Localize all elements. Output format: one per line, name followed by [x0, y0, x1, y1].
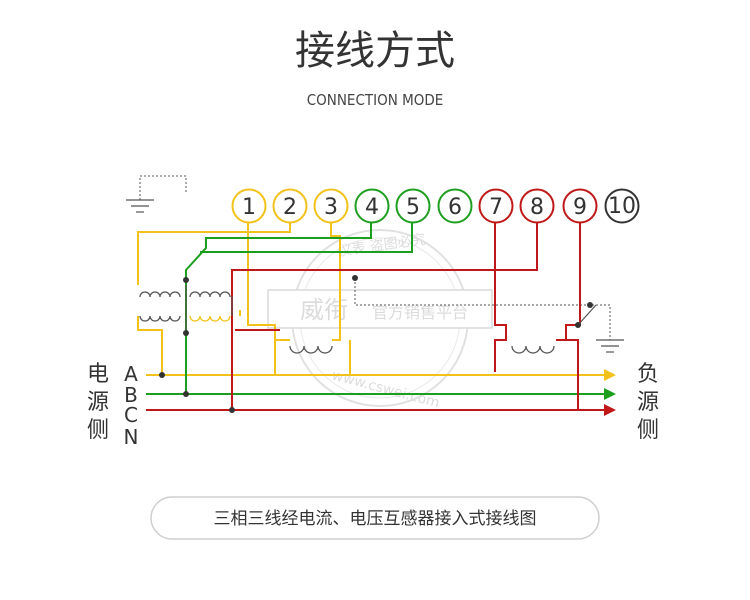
phase-c-wiring [146, 222, 606, 411]
svg-text:4: 4 [365, 195, 379, 220]
svg-text:10: 10 [608, 194, 636, 219]
load-side-label: 负 源 侧 [637, 362, 659, 443]
terminal-7: 7 [478, 188, 514, 224]
svg-text:2: 2 [283, 195, 297, 220]
svg-text:7: 7 [489, 195, 503, 220]
meter-internal-wiring [185, 285, 597, 330]
svg-text:源: 源 [637, 390, 659, 415]
phase-label-n: N [124, 425, 139, 449]
svg-text:侧: 侧 [87, 418, 109, 443]
watermark: 威衔 官方销售平台 仪表 盗图必究 www.cswei.com [267, 229, 493, 412]
terminal-4: 4 [354, 188, 390, 224]
load-arrows [604, 369, 616, 416]
terminal-1: 1 [231, 188, 267, 224]
watermark-platform: 官方销售平台 [372, 303, 468, 322]
junction-dots [159, 275, 593, 413]
phase-labels: A B C N [124, 362, 139, 449]
svg-text:9: 9 [573, 195, 587, 220]
terminal-9: 9 [562, 188, 598, 224]
svg-text:6: 6 [448, 195, 462, 220]
svg-text:源: 源 [87, 390, 109, 415]
svg-text:侧: 侧 [637, 418, 659, 443]
voltage-transformer [139, 291, 231, 322]
phase-label-b: B [124, 383, 138, 407]
diagram-caption: 三相三线经电流、电压互感器接入式接线图 [150, 496, 600, 540]
terminal-block: 1 2 3 4 5 6 7 8 [231, 188, 640, 224]
current-transformer-a [289, 345, 333, 354]
current-transformer-c [511, 345, 555, 354]
svg-text:1: 1 [242, 195, 256, 220]
phase-a-wiring [137, 222, 606, 376]
caption-text: 三相三线经电流、电压互感器接入式接线图 [214, 509, 537, 529]
terminal-2: 2 [272, 188, 308, 224]
phase-label-a: A [124, 362, 138, 386]
terminal-10: 10 [604, 188, 640, 224]
page-subtitle: CONNECTION MODE [307, 91, 444, 109]
phase-label-c: C [124, 403, 138, 427]
svg-text:电: 电 [87, 362, 109, 387]
svg-text:8: 8 [530, 195, 544, 220]
terminal-3: 3 [313, 188, 349, 224]
svg-text:负: 负 [637, 362, 659, 387]
svg-text:5: 5 [406, 195, 420, 220]
terminal-6: 6 [437, 188, 473, 224]
terminal-8: 8 [519, 188, 555, 224]
source-side-label: 电 源 侧 [87, 362, 109, 443]
svg-text:3: 3 [324, 195, 338, 220]
terminal-5: 5 [395, 188, 431, 224]
ground-symbol-left [126, 175, 187, 213]
page-title: 接线方式 [295, 28, 455, 74]
